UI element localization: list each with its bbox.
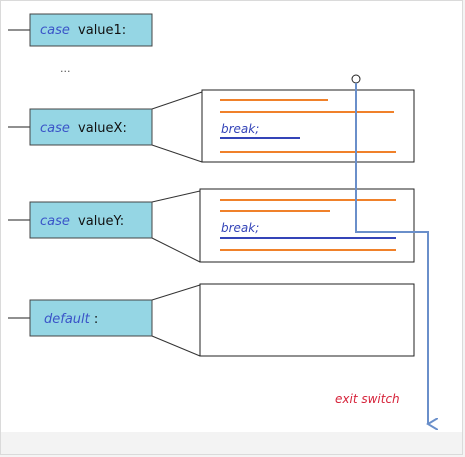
default-box	[29, 299, 153, 337]
exit-switch-label: exit switch	[335, 392, 400, 406]
casex-label: case valueX:	[40, 121, 127, 136]
casey-label: case valueY:	[40, 214, 124, 229]
casex-projection-bottom	[151, 144, 203, 163]
casey-break-label: break;	[221, 221, 259, 235]
case1-value: value1:	[78, 23, 126, 38]
casex-box	[29, 108, 153, 146]
default-projection-bottom	[151, 335, 201, 357]
casey-projection-top	[151, 190, 201, 203]
flow-start-marker	[351, 74, 361, 84]
casex-code-block	[201, 89, 415, 163]
casex-value: valueX:	[78, 121, 127, 136]
casey-box	[29, 201, 153, 239]
default-colon: :	[94, 312, 98, 327]
bottom-strip	[1, 432, 462, 454]
flow-arrow-path	[355, 83, 428, 424]
case1-keyword: case	[40, 23, 70, 38]
casey-projection-bottom	[151, 237, 201, 263]
default-label: default :	[44, 312, 98, 327]
casex-break-label: break;	[221, 122, 259, 136]
case1-box	[29, 13, 153, 47]
casex-keyword: case	[40, 121, 70, 136]
default-keyword: default	[44, 312, 91, 327]
ellipsis: ...	[60, 62, 71, 75]
casex-projection-top	[151, 91, 203, 110]
case1-label: case value1:	[40, 23, 126, 38]
casey-value: valueY:	[78, 214, 124, 229]
casey-keyword: case	[40, 214, 70, 229]
default-code-block	[199, 283, 415, 357]
default-projection-top	[151, 284, 201, 301]
